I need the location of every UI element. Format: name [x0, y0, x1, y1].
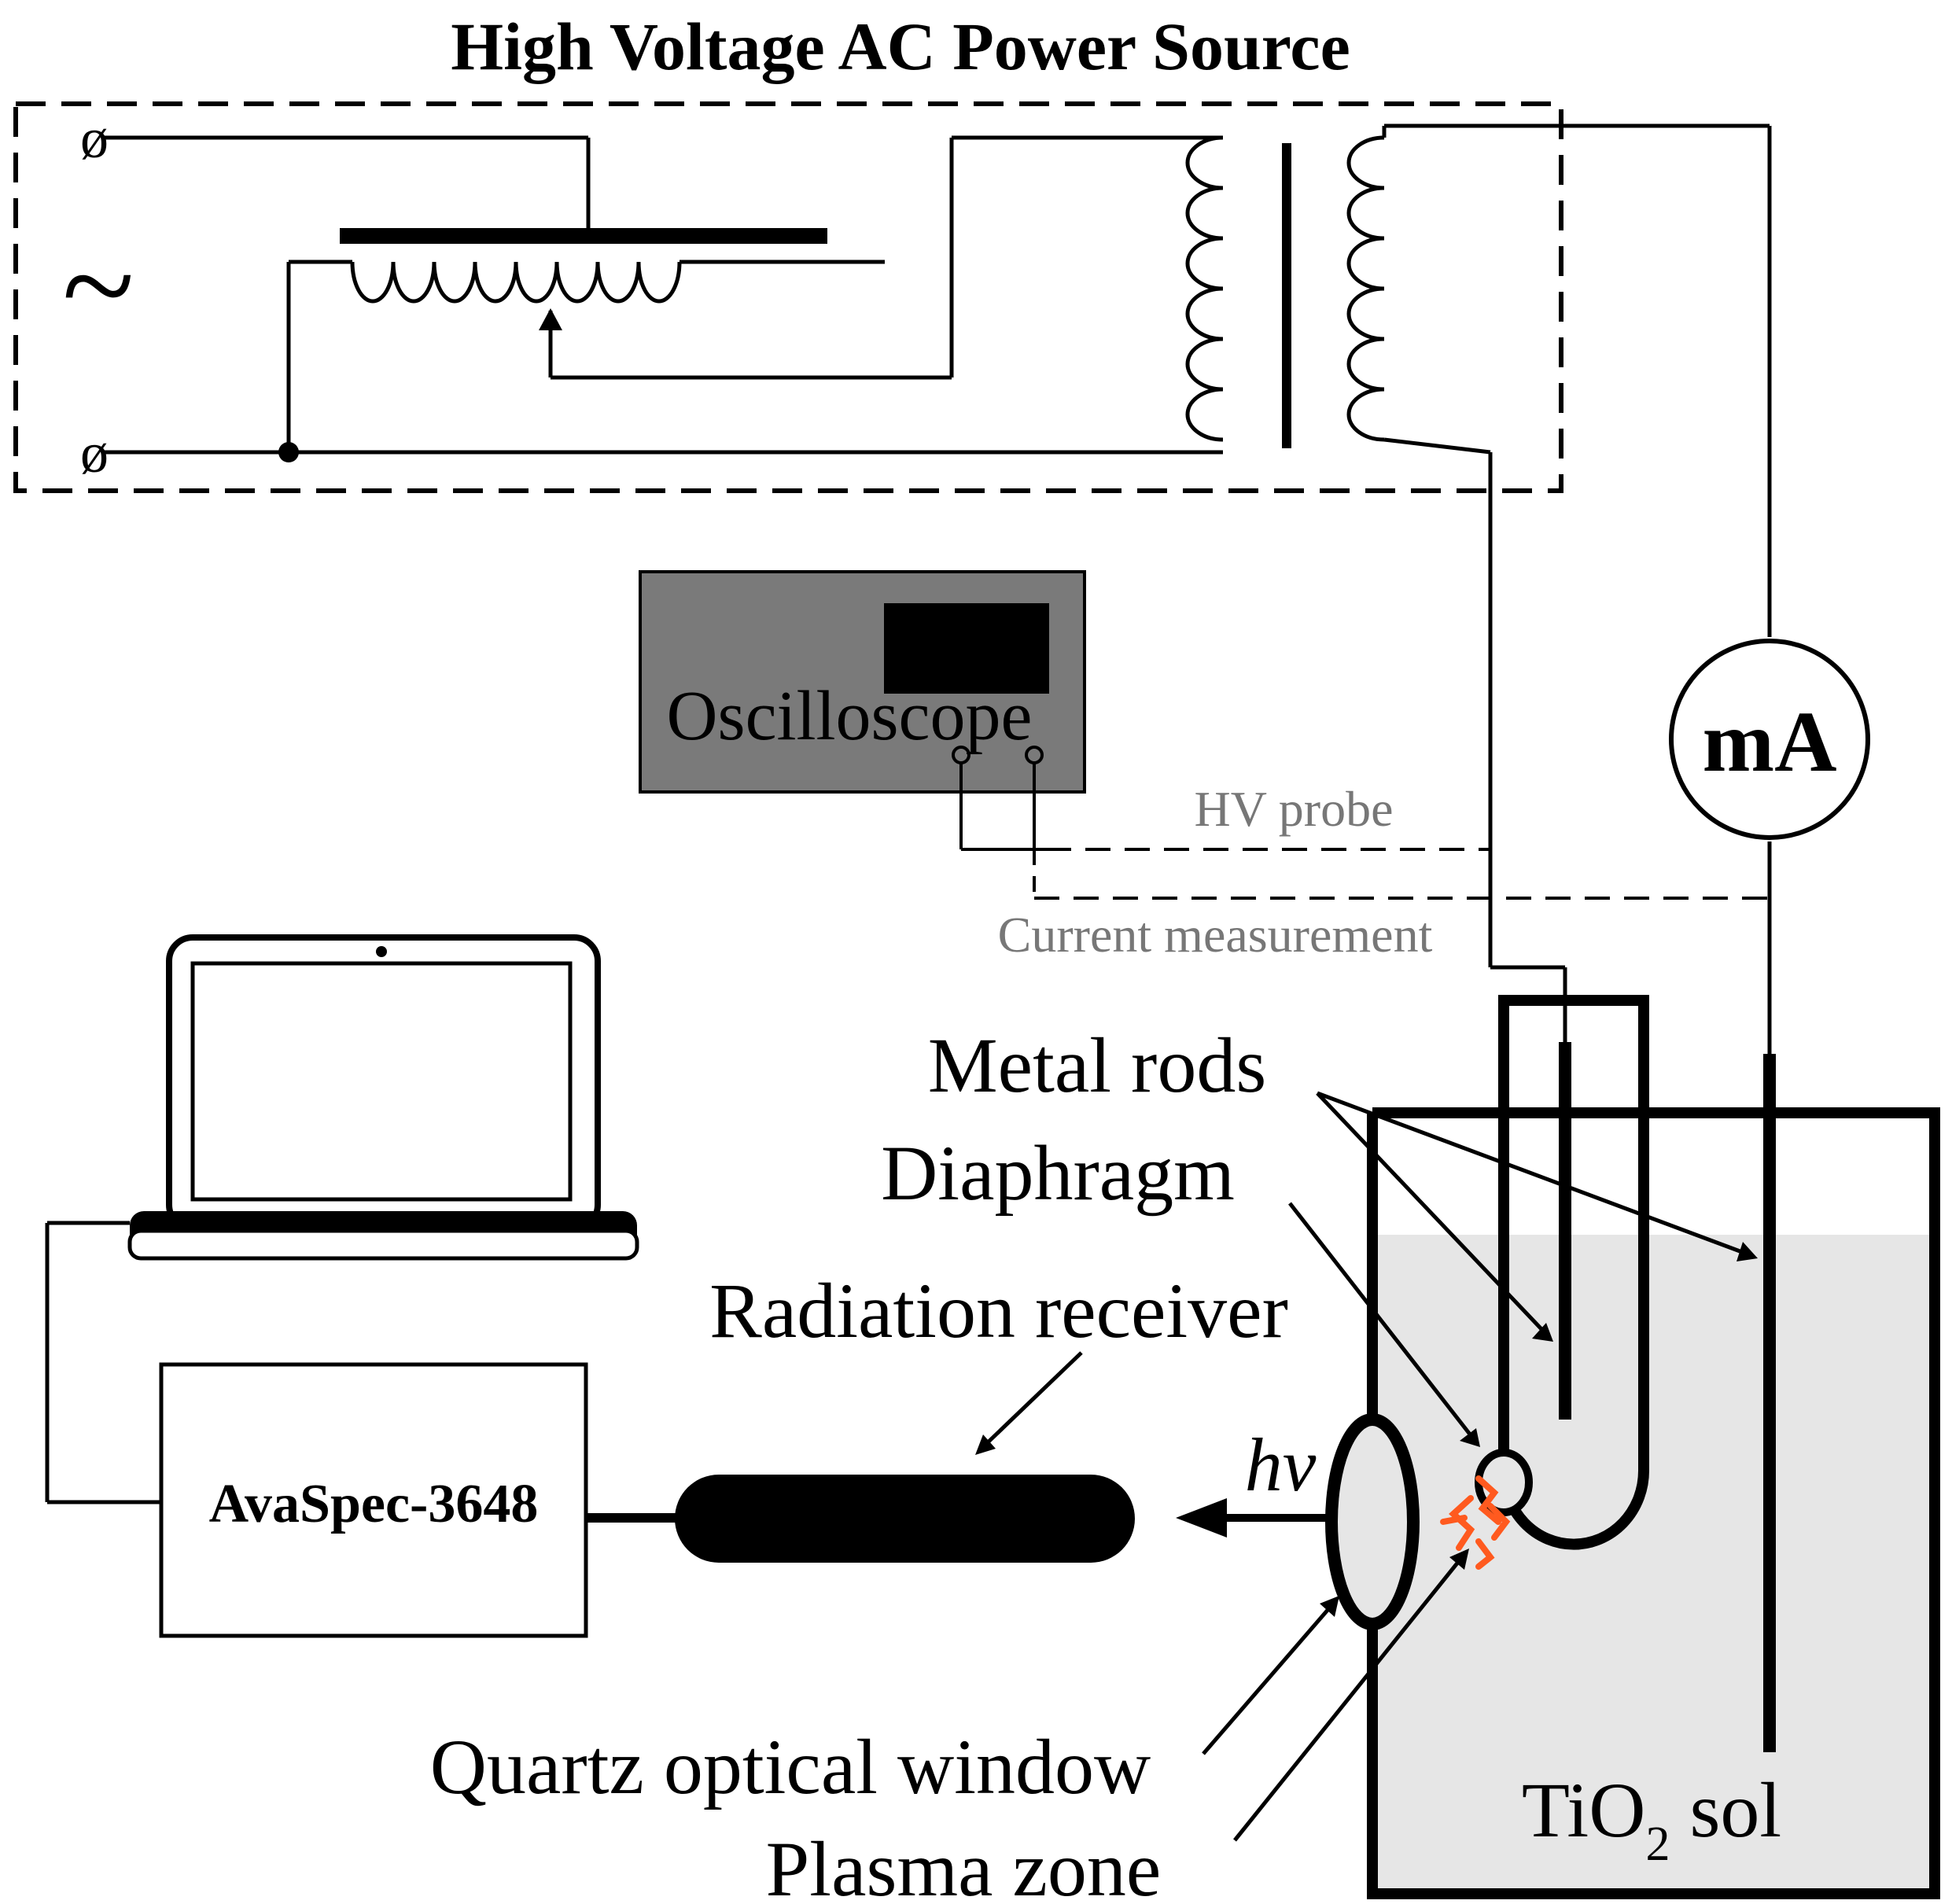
photon-arrowhead: [1176, 1498, 1227, 1538]
leader-arrows: [985, 1091, 1743, 1842]
tio2-sol-label: TiO2 sol: [1522, 1766, 1781, 1871]
plasma-zone-sparks: [1440, 1475, 1511, 1570]
slider-arrow: [539, 308, 562, 330]
oscilloscope-screen: [884, 603, 1049, 694]
leader-arrowheads: [975, 1242, 1758, 1617]
input-terminal-bottom: ø: [80, 422, 109, 484]
spectrometer: AvaSpec-3648: [159, 1362, 588, 1638]
current-measurement-label: Current measurement: [998, 907, 1433, 963]
autotransformer-core: [340, 228, 827, 244]
oscilloscope-label: Oscilloscope: [667, 677, 1033, 755]
tio2-base: TiO: [1522, 1766, 1646, 1854]
laptop-cable: [45, 1221, 161, 1504]
quartz-window-label: Quartz optical window: [430, 1723, 1151, 1810]
ac-symbol: ~: [62, 212, 134, 359]
oscilloscope: Oscilloscope: [639, 570, 1086, 794]
input-terminal-top: ø: [80, 107, 109, 170]
radiation-receiver-label: Radiation receiver: [709, 1267, 1288, 1354]
tio2-subscript: 2: [1645, 1817, 1670, 1871]
sol-fill: [1372, 1235, 1935, 1891]
power-source-box: [13, 101, 1563, 493]
ammeter: mA: [1669, 639, 1870, 840]
hv-probe-label: HV probe: [1195, 781, 1394, 837]
metal-rods-label: Metal rods: [928, 1022, 1266, 1109]
radiation-receiver: [675, 1475, 1135, 1563]
photon-label: hν: [1245, 1423, 1317, 1507]
transformer-core: [1282, 143, 1291, 448]
quartz-optical-window: [1325, 1413, 1420, 1630]
diaphragm-label: Diaphragm: [881, 1129, 1235, 1217]
probe-wires: [959, 763, 1770, 900]
junction-dot: [278, 442, 299, 462]
diagram-title: High Voltage AC Power Source: [451, 9, 1350, 84]
reactor-vessel: [1367, 1107, 1940, 1899]
laptop-icon: [127, 934, 639, 1261]
spectrometer-label: AvaSpec-3648: [209, 1474, 539, 1534]
ammeter-label: mA: [1702, 694, 1836, 790]
tio2-suffix: sol: [1670, 1766, 1781, 1854]
plasma-zone-label: Plasma zone: [766, 1825, 1162, 1904]
